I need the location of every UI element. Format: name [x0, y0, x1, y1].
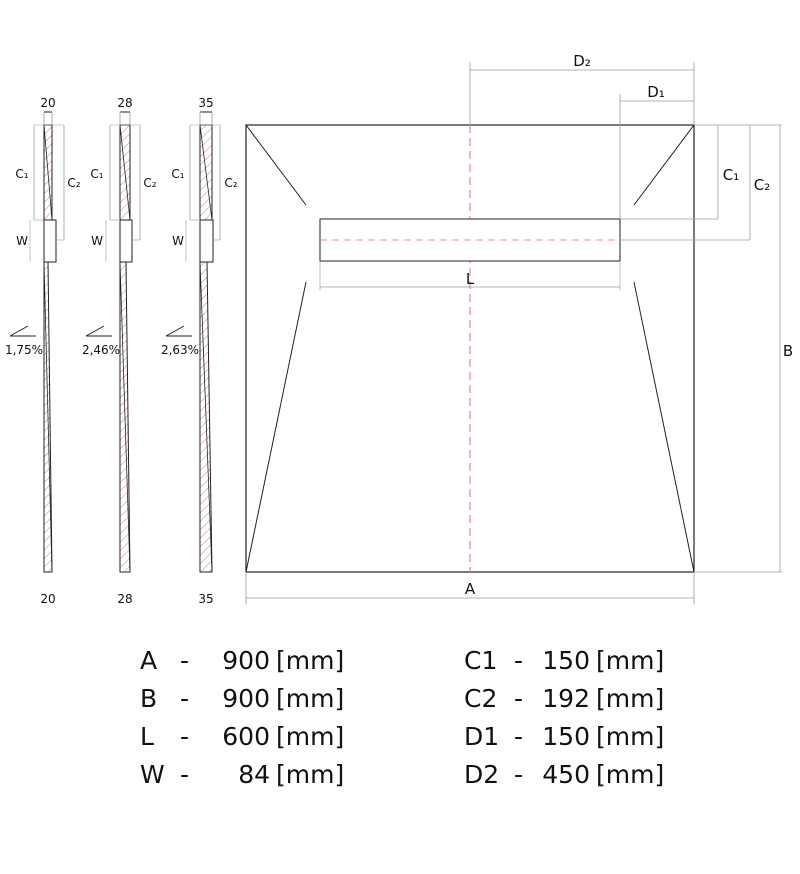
dim-key: W	[140, 760, 165, 789]
dim-sep: -	[514, 684, 524, 713]
profile-1-top-thickness: 20	[40, 96, 55, 110]
profile-1-c2-label: C₂	[67, 176, 80, 190]
dim-value: 900	[222, 684, 270, 713]
profile-1-c1-label: C₁	[15, 167, 28, 181]
c1-label: C₁	[723, 166, 740, 184]
profile-1-slope: 1,75%	[5, 343, 43, 357]
profile-3-w-label: W	[172, 234, 184, 248]
dim-value: 450	[542, 760, 590, 789]
profile-2-slope: 2,46%	[82, 343, 120, 357]
profile-1-w-label: W	[16, 234, 28, 248]
dim-unit: [mm]	[596, 684, 665, 713]
profile-2-w-label: W	[91, 234, 103, 248]
dim-key: D1	[464, 722, 500, 751]
table-row: W - 84 [mm] D2 - 450 [mm]	[0, 760, 800, 798]
slope-icon	[9, 325, 36, 337]
dim-key: A	[140, 646, 158, 675]
table-row: B - 900 [mm] C2 - 192 [mm]	[0, 684, 800, 722]
dim-sep: -	[180, 722, 190, 751]
l-label: L	[466, 270, 475, 288]
dim-unit: [mm]	[276, 684, 345, 713]
profile-3-top-thickness: 35	[198, 96, 213, 110]
table-row: A - 900 [mm] C1 - 150 [mm]	[0, 646, 800, 684]
dim-sep: -	[180, 646, 190, 675]
dim-sep: -	[514, 646, 524, 675]
dim-value: 150	[542, 722, 590, 751]
a-label: A	[465, 580, 476, 598]
dim-value: 600	[222, 722, 270, 751]
dim-sep: -	[180, 760, 190, 789]
dim-key: C2	[464, 684, 498, 713]
dim-key: C1	[464, 646, 498, 675]
dim-unit: [mm]	[276, 760, 345, 789]
dim-unit: [mm]	[596, 760, 665, 789]
profile-1-bottom-thickness: 20	[40, 592, 55, 606]
d1-label: D₁	[647, 83, 665, 101]
profile-3-bottom-thickness: 35	[198, 592, 213, 606]
dim-sep: -	[514, 760, 524, 789]
slope-icon	[85, 325, 112, 337]
dim-unit: [mm]	[596, 722, 665, 751]
dim-value: 900	[222, 646, 270, 675]
dim-value: 84	[238, 760, 270, 789]
profile-2: 28 C₁ C₂ W 2,46% 28	[82, 96, 157, 606]
dim-value: 192	[542, 684, 590, 713]
b-label: B	[783, 342, 793, 360]
dim-value: 150	[542, 646, 590, 675]
profile-1: 20 C₁ C₂ W 1,75% 20	[5, 96, 81, 606]
profile-3: 35 C₁ C₂ W 2,63% 35	[161, 96, 238, 606]
dim-unit: [mm]	[596, 646, 665, 675]
dim-unit: [mm]	[276, 646, 345, 675]
dim-unit: [mm]	[276, 722, 345, 751]
profile-3-slope: 2,63%	[161, 343, 199, 357]
d2-label: D₂	[573, 52, 591, 70]
slope-icon	[165, 325, 192, 337]
profile-2-c1-label: C₁	[90, 167, 103, 181]
profile-2-bottom-thickness: 28	[117, 592, 132, 606]
plan-view: L D₂ D₁ C₁ C₂ B A	[245, 52, 793, 604]
dim-sep: -	[514, 722, 524, 751]
profile-2-c2-label: C₂	[143, 176, 156, 190]
dim-key: B	[140, 684, 158, 713]
profile-2-top-thickness: 28	[117, 96, 132, 110]
profile-3-c2-label: C₂	[224, 176, 237, 190]
dim-key: D2	[464, 760, 500, 789]
dim-key: L	[140, 722, 154, 751]
table-row: L - 600 [mm] D1 - 150 [mm]	[0, 722, 800, 760]
c2-label: C₂	[754, 176, 771, 194]
profile-3-c1-label: C₁	[171, 167, 184, 181]
dim-sep: -	[180, 684, 190, 713]
